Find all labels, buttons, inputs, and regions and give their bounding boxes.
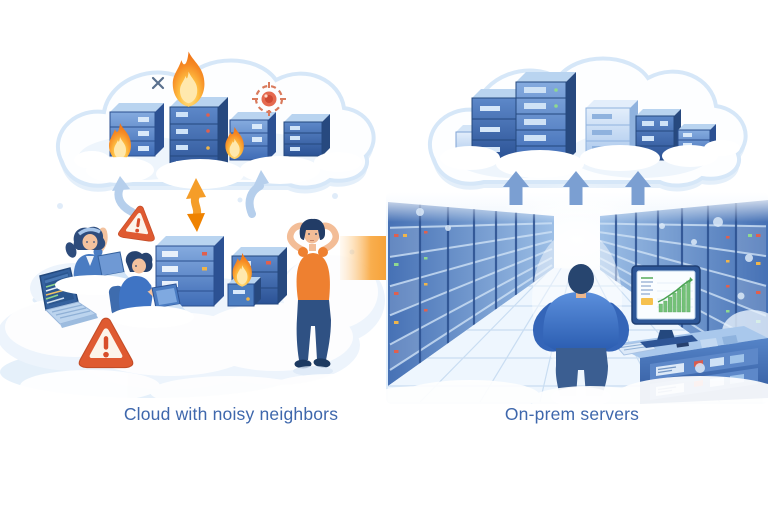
cloud-servers-right <box>440 72 740 178</box>
monitor <box>631 265 701 348</box>
growth-chart-icon <box>641 277 693 313</box>
left-panel <box>0 51 390 408</box>
led-lights <box>394 231 428 353</box>
sparkle-dots <box>416 208 753 373</box>
up-arrow-icon <box>112 176 136 216</box>
mist <box>20 370 390 408</box>
traffic-arrows <box>112 170 269 232</box>
cloud-puffs <box>74 151 362 189</box>
cloud-puffs <box>440 140 740 178</box>
server-rack-icon <box>229 112 276 161</box>
cloud-servers-left <box>74 51 362 189</box>
laptop-icon <box>151 283 186 315</box>
mist <box>370 376 768 416</box>
engineer-at-laptop <box>108 251 194 328</box>
engineer-at-laptop <box>55 226 135 295</box>
fail-x-icon <box>151 76 165 90</box>
up-down-arrow-icon <box>186 178 206 232</box>
caption-cloud-noisy-neighbors: Cloud with noisy neighbors <box>123 404 339 424</box>
burning-server-box <box>227 252 261 307</box>
server-rack-icon <box>283 114 330 157</box>
console-drawer <box>650 348 758 380</box>
caption-on-prem-servers: On-prem servers <box>504 404 640 424</box>
fire-icon <box>172 51 205 107</box>
crosshair-target-icon <box>252 82 286 116</box>
rack-wall-left <box>388 202 554 386</box>
device-icon <box>722 335 738 345</box>
up-arrow-icon <box>245 170 269 218</box>
server-tower-icon <box>515 72 576 163</box>
device-icon <box>700 338 718 348</box>
frustrated-user <box>287 218 339 376</box>
right-panel <box>370 56 768 416</box>
